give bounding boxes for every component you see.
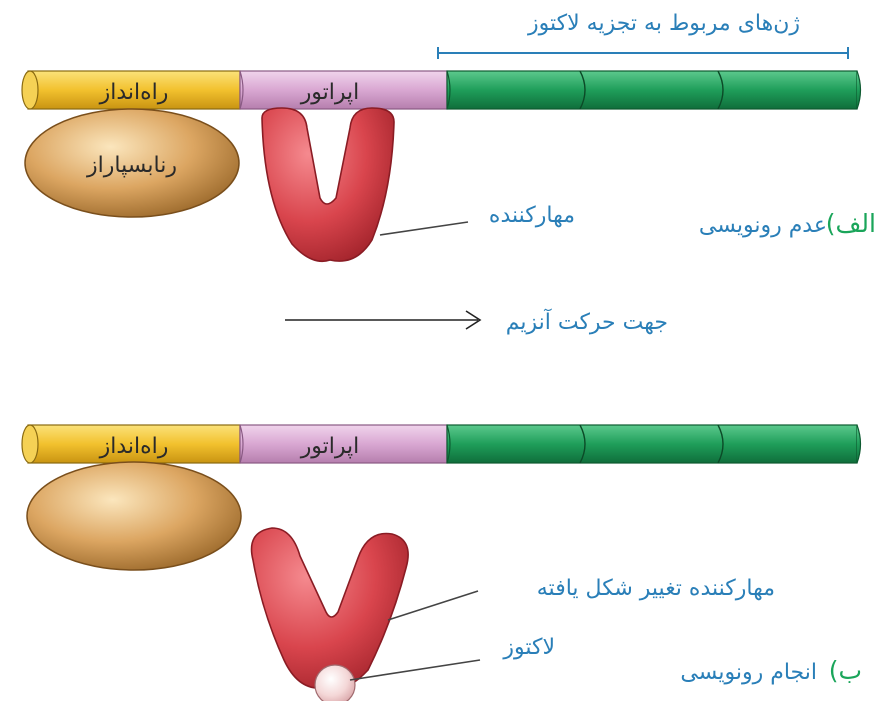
changed-repressor-pointer-b: [387, 590, 479, 621]
panel-b-caption: انجام رونویسی: [680, 660, 817, 685]
rna-polymerase-b: [26, 461, 242, 571]
promoter-label-b: راه‌انداز: [99, 434, 169, 459]
panel-a-letter: الف): [826, 209, 876, 238]
dna-end-cap-b: [21, 424, 39, 464]
genes-segment-a: [446, 70, 858, 110]
rna-polymerase-a: [24, 108, 240, 218]
operator-label-a: اپراتور: [300, 80, 360, 105]
dna-strand-a: [21, 70, 862, 110]
gene-divider-2-b: [717, 424, 724, 464]
promoter-segment-b: [27, 424, 241, 464]
changed-repressor-label-b: مهارکننده تغییر شکل یافته: [537, 576, 775, 601]
panel-b-letter: ب): [829, 656, 862, 685]
dna-strand-b: [21, 424, 862, 464]
repressor-label-a: مهارکننده: [489, 203, 575, 228]
gene-divider-2-a: [717, 70, 724, 110]
changed-repressor-b: [250, 527, 409, 691]
enzyme-direction-label: جهت حرکت آنزیم: [506, 308, 668, 335]
repressor-pointer-a: [379, 221, 469, 236]
gene-divider-1-a: [579, 70, 586, 110]
lactose-genes-bracket: [437, 47, 849, 59]
panel-a-caption: عدم رونویسی: [699, 213, 827, 238]
enzyme-direction-arrow: [285, 310, 482, 330]
polymerase-label-a: رنابسپاراز: [86, 153, 177, 178]
lactose-genes-label: ژن‌های مربوط به تجزیه لاکتوز: [527, 11, 800, 36]
lactose-label-b: لاکتوز: [502, 635, 555, 660]
genes-segment-b: [446, 424, 858, 464]
operator-label-b: اپراتور: [300, 434, 360, 459]
lactose-molecule: [314, 664, 356, 701]
gene-divider-1-b: [579, 424, 586, 464]
dna-end-cap-a: [21, 70, 39, 110]
operator-segment-b: [239, 424, 448, 464]
repressor-a: [261, 107, 395, 263]
promoter-label-a: راه‌انداز: [99, 80, 169, 105]
lactose-pointer-b: [349, 659, 481, 681]
promoter-segment-a: [27, 70, 241, 110]
